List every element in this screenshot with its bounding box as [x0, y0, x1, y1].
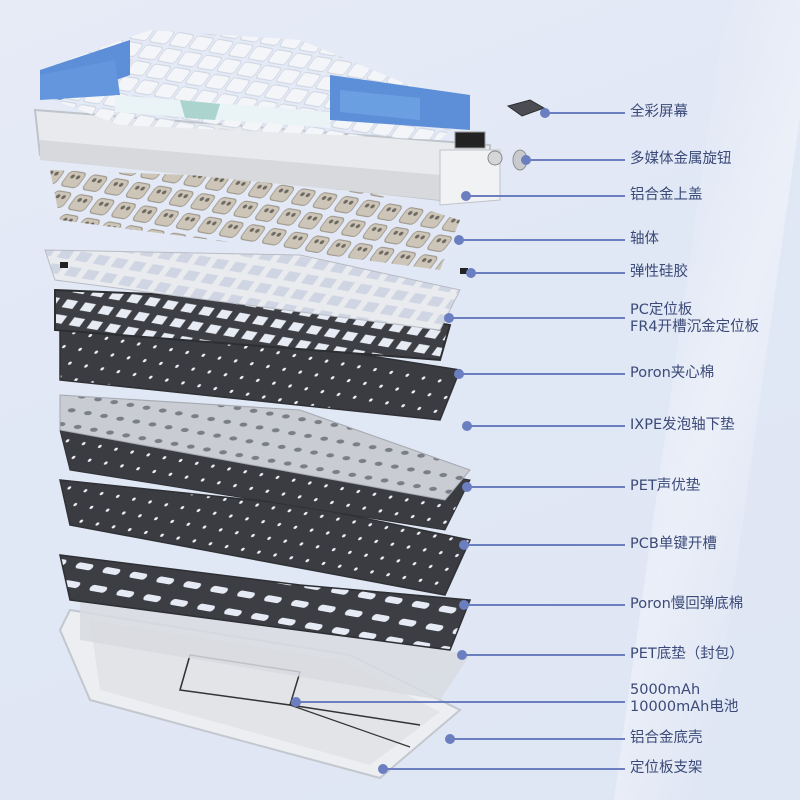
label-plate: PC定位板: [630, 302, 693, 318]
leader-line: [464, 544, 625, 546]
label-battery: 5000mAh: [630, 682, 701, 698]
leader-line: [383, 768, 625, 770]
label-poron-sandwich: Poron夹心棉: [630, 365, 715, 381]
label-gasket: 弹性硅胶: [630, 264, 688, 280]
leader-line: [459, 239, 625, 241]
label-bottom-case: 铝合金底壳: [630, 730, 703, 746]
leader-line: [467, 486, 625, 488]
label-pet-sound: PET声优垫: [630, 478, 701, 494]
leader-line: [450, 738, 625, 740]
label-plate-bracket: 定位板支架: [630, 760, 703, 776]
leader-line: [471, 272, 625, 274]
leader-line: [459, 373, 625, 375]
leader-line: [466, 195, 625, 197]
label-switches: 轴体: [630, 231, 659, 247]
label-screen: 全彩屏幕: [630, 104, 688, 120]
label-ixpe: IXPE发泡轴下垫: [630, 417, 735, 433]
leader-line: [467, 425, 625, 427]
leader-line: [464, 604, 625, 606]
leader-line: [462, 654, 625, 656]
label-knob: 多媒体金属旋钮: [630, 151, 732, 167]
label-poron-bottom: Poron慢回弹底棉: [630, 596, 744, 612]
label-battery-2: 10000mAh电池: [630, 699, 739, 715]
leader-line: [449, 317, 625, 319]
leader-line: [545, 112, 625, 114]
label-pcb: PCB单键开槽: [630, 536, 717, 552]
leader-line: [296, 701, 625, 703]
label-plate-2: FR4开槽沉金定位板: [630, 319, 760, 335]
label-pet-bottom: PET底垫（封包）: [630, 646, 744, 662]
leader-line: [526, 159, 625, 161]
label-top-case: 铝合金上盖: [630, 187, 703, 203]
